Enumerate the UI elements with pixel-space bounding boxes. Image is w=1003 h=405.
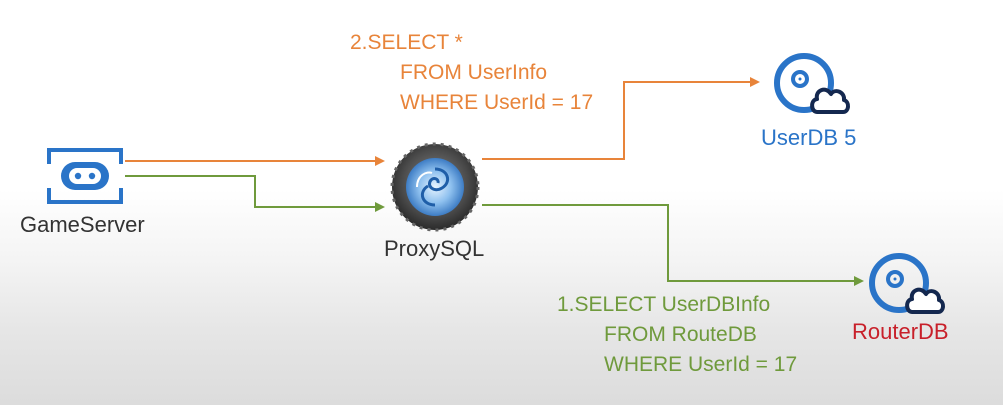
query-select-userdbinfo-line1: 1.SELECT UserDBInfo <box>557 293 771 316</box>
game-controller-icon <box>47 148 123 204</box>
game-server-node <box>47 148 123 204</box>
query-select-userinfo-line2: FROM UserInfo <box>400 61 548 84</box>
user-db-name: UserDB <box>761 125 839 150</box>
proxy-sql-label: ProxySQL <box>384 236 485 261</box>
query-select-userdbinfo-line2: FROM RouteDB <box>604 323 757 346</box>
database-cloud-icon <box>869 253 945 314</box>
query-select-userdbinfo-line3: WHERE UserId = 17 <box>604 353 798 376</box>
proxy-sql-node <box>390 142 480 232</box>
router-db-node <box>866 252 946 320</box>
user-db-number: 5 <box>844 125 857 150</box>
user-db-label: UserDB 5 <box>761 125 856 151</box>
query-select-userinfo-line3: WHERE UserId = 17 <box>400 91 594 114</box>
proxy-to-userdb-orange-line <box>482 77 760 160</box>
game-server-label: GameServer <box>20 212 145 237</box>
user-db-node <box>771 52 851 120</box>
router-db-label: RouterDB <box>852 319 949 344</box>
proxy-to-routerdb-green-line <box>482 204 864 286</box>
query-select-userinfo-line1: 2.SELECT * <box>350 31 463 54</box>
database-cloud-icon <box>774 53 850 114</box>
game-to-proxy-green-line <box>125 175 385 212</box>
proxysql-swirl-icon <box>390 142 480 232</box>
